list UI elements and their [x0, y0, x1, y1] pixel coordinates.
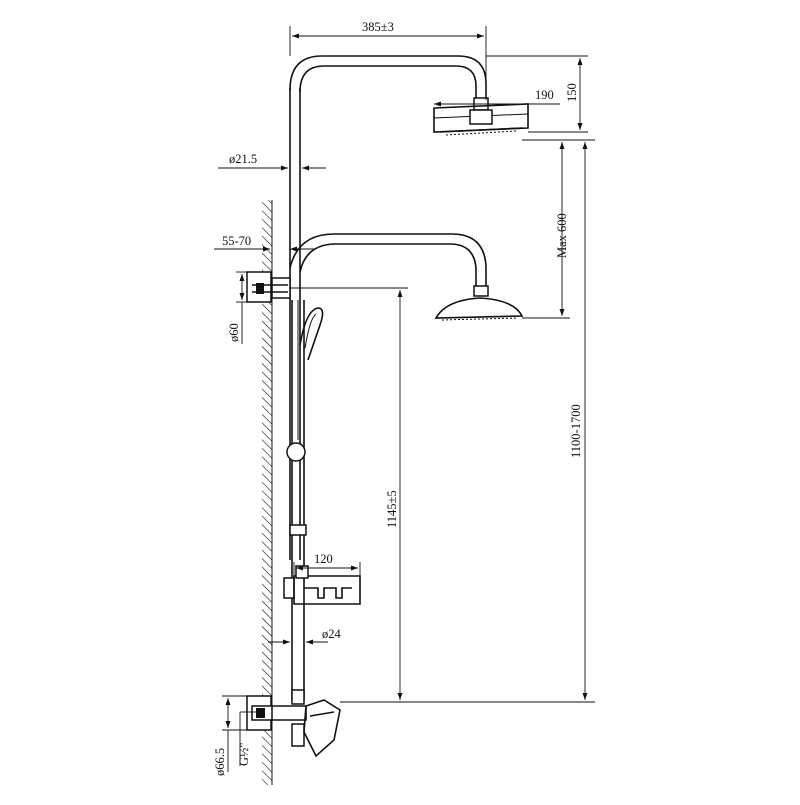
- dim-label-lower-pipe-diameter: ø24: [322, 627, 342, 641]
- dim-label-head-height: 150: [565, 83, 579, 102]
- dim-mount-height: 1145±5: [290, 287, 408, 700]
- dim-label-total-height: 1100-1700: [569, 404, 583, 458]
- dim-label-mount-height: 1145±5: [385, 490, 399, 528]
- lower-shower-arm: [289, 233, 524, 321]
- soap-shelf: [283, 565, 361, 605]
- dim-label-valve-diameter: ø66.5: [213, 748, 227, 776]
- dim-label-thread: G½": [237, 742, 251, 766]
- dim-lower-pipe-diameter: ø24: [268, 627, 342, 645]
- dim-label-bracket-diameter: ø60: [227, 323, 241, 342]
- dim-pipe-diameter: ø21.5: [218, 152, 326, 171]
- slider-knob: [286, 442, 306, 462]
- hand-shower: [299, 307, 324, 361]
- dim-head-adjust: Max 600: [522, 139, 570, 319]
- dim-label-head-diameter: 190: [535, 88, 554, 102]
- dim-head-diameter: 190: [434, 88, 560, 107]
- dim-bracket-diameter: ø60: [227, 271, 250, 344]
- dim-thread: G½": [237, 711, 256, 766]
- dim-label-head-adjust: Max 600: [555, 213, 569, 258]
- dim-total-height: 1100-1700: [340, 139, 595, 703]
- dim-head-height: 150: [486, 55, 588, 133]
- wall-bracket: [246, 271, 291, 303]
- dim-label-shelf-width: 120: [314, 552, 333, 566]
- riser-pipe: [289, 55, 487, 700]
- dim-bracket-depth: 55-70: [214, 234, 314, 252]
- dim-shelf-width: 120: [293, 552, 361, 578]
- dim-arm-width: 385±3: [289, 20, 487, 100]
- dim-label-arm-width: 385±3: [362, 20, 394, 34]
- dim-label-pipe-diameter: ø21.5: [229, 152, 257, 166]
- pipe-joint: [289, 524, 307, 536]
- dim-valve-diameter: ø66.5: [213, 695, 248, 776]
- mixer-valve: [246, 689, 341, 758]
- dim-label-bracket-depth: 55-70: [222, 234, 251, 248]
